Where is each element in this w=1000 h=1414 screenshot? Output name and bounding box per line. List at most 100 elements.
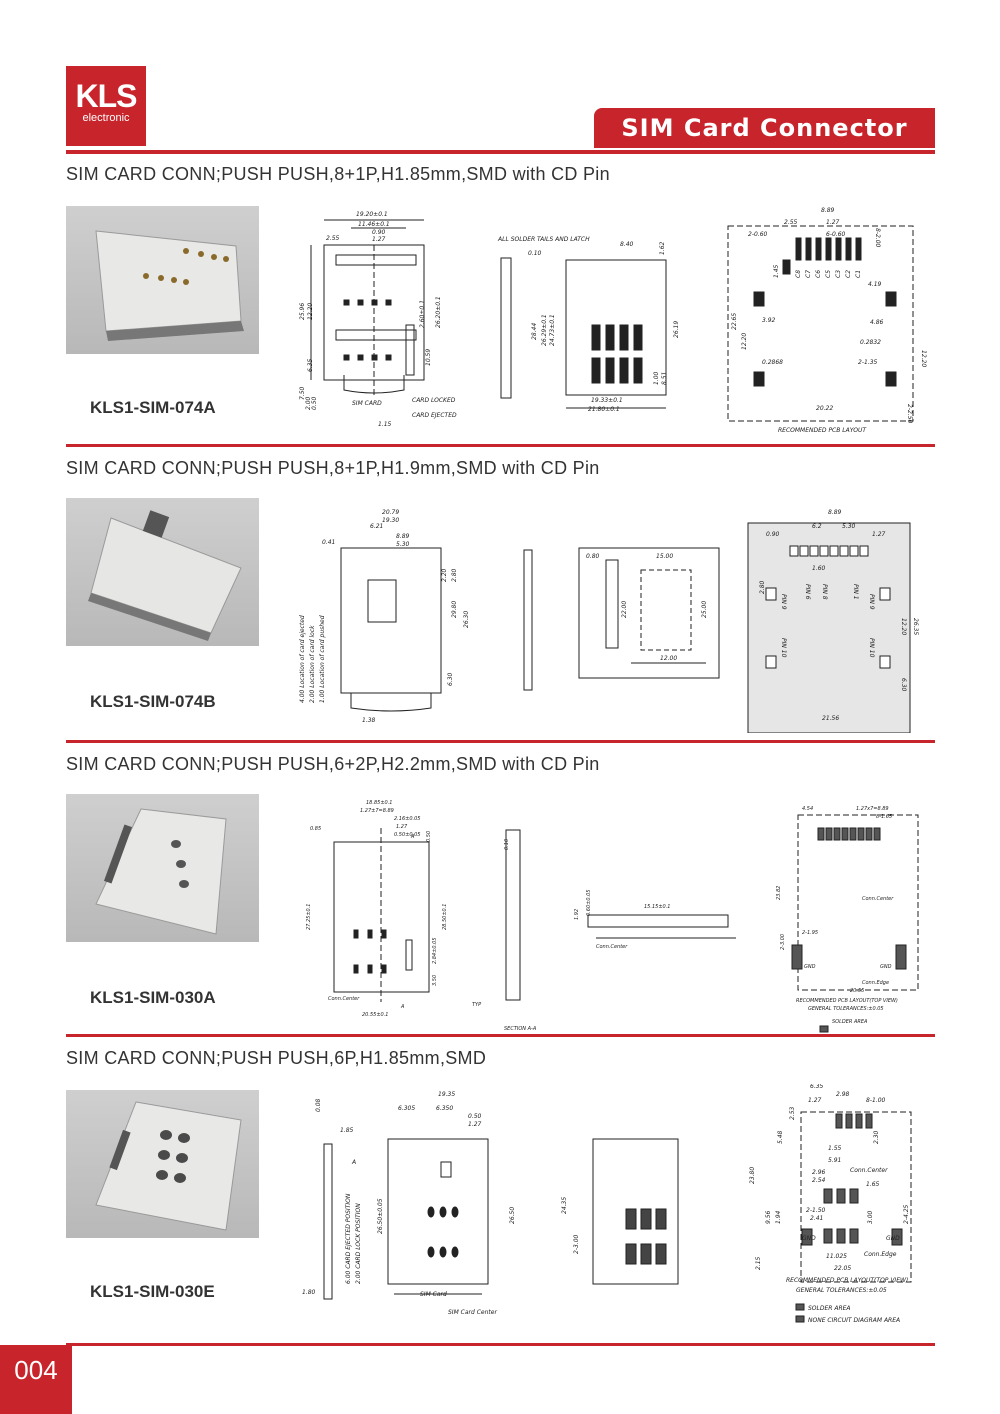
svg-text:A: A xyxy=(410,834,415,840)
svg-text:8.51: 8.51 xyxy=(661,372,668,385)
svg-text:8-1.65: 8-1.65 xyxy=(876,814,892,820)
page-number-tab xyxy=(0,1345,72,1414)
drawings-3: 18.85±0.11.27±7=8.892.16±0.051.270.50±0.… xyxy=(306,800,919,1033)
svg-text:11.025: 11.025 xyxy=(826,1253,847,1260)
svg-text:NONE CIRCUIT DIAGRAM AREA: NONE CIRCUIT DIAGRAM AREA xyxy=(808,1317,900,1324)
product-photo-2 xyxy=(66,498,259,646)
svg-text:2.84±0.05: 2.84±0.05 xyxy=(432,938,438,964)
svg-text:8-2.00: 8-2.00 xyxy=(874,228,881,248)
product-photo-4 xyxy=(66,1090,259,1238)
svg-text:RECOMMENDED PCB LAYOUT(TOP VIE: RECOMMENDED PCB LAYOUT(TOP VIEW) xyxy=(786,1277,908,1284)
svg-text:0.08: 0.08 xyxy=(315,1098,322,1112)
svg-text:6.30: 6.30 xyxy=(447,672,454,686)
svg-text:2-1.50: 2-1.50 xyxy=(806,1207,826,1214)
svg-text:2-4.25: 2-4.25 xyxy=(903,1204,910,1224)
svg-text:RECOMMENDED PCB LAYOUT: RECOMMENDED PCB LAYOUT xyxy=(778,427,867,434)
svg-text:8-1.00: 8-1.00 xyxy=(866,1097,886,1104)
svg-text:0.10: 0.10 xyxy=(504,839,510,850)
svg-text:26.50±0.05: 26.50±0.05 xyxy=(377,1198,384,1234)
svg-text:12.20: 12.20 xyxy=(741,333,748,350)
svg-text:0.90: 0.90 xyxy=(372,229,386,236)
svg-text:C1: C1 xyxy=(855,270,862,278)
svg-text:C7: C7 xyxy=(805,270,812,278)
svg-text:25.00: 25.00 xyxy=(701,601,708,618)
svg-text:9.56: 9.56 xyxy=(765,1210,772,1224)
svg-text:2.00 CARD LOCK POSITION: 2.00 CARD LOCK POSITION xyxy=(355,1203,362,1284)
svg-text:2.30: 2.30 xyxy=(873,1130,880,1144)
svg-text:2.55: 2.55 xyxy=(326,235,340,242)
part-number-2: KLS1-SIM-074B xyxy=(90,692,216,711)
svg-text:1.45: 1.45 xyxy=(773,264,780,278)
svg-text:Conn.Edge: Conn.Edge xyxy=(862,980,889,986)
svg-text:26.35: 26.35 xyxy=(912,618,919,635)
svg-text:1.00 Location of card pushed: 1.00 Location of card pushed xyxy=(319,615,326,703)
svg-text:12.20: 12.20 xyxy=(307,303,314,320)
svg-text:11.46±0.1: 11.46±0.1 xyxy=(358,221,390,228)
svg-text:GENERAL TOLERANCES:±0.05: GENERAL TOLERANCES:±0.05 xyxy=(808,1006,884,1012)
svg-text:23.82: 23.82 xyxy=(776,886,782,900)
svg-text:SIM Card Center: SIM Card Center xyxy=(448,1309,497,1316)
svg-text:Conn.Center: Conn.Center xyxy=(328,996,360,1002)
svg-text:Conn.Center: Conn.Center xyxy=(596,944,628,950)
svg-text:PIN 6: PIN 6 xyxy=(804,584,811,600)
svg-text:24.73±0.1: 24.73±0.1 xyxy=(549,314,556,346)
svg-text:A: A xyxy=(351,1159,356,1166)
svg-text:26.20±0.1: 26.20±0.1 xyxy=(435,296,442,328)
svg-text:21.56: 21.56 xyxy=(822,715,839,722)
svg-text:18.85±0.1: 18.85±0.1 xyxy=(366,800,392,806)
svg-text:6-0.60: 6-0.60 xyxy=(826,231,846,238)
svg-text:0.60±0.05: 0.60±0.05 xyxy=(586,890,592,916)
svg-text:0.41: 0.41 xyxy=(322,539,335,546)
svg-text:1.27x7=8.89: 1.27x7=8.89 xyxy=(856,806,889,812)
svg-text:26.19: 26.19 xyxy=(673,321,680,338)
svg-text:6.350: 6.350 xyxy=(436,1105,453,1112)
svg-text:Conn.Center: Conn.Center xyxy=(850,1167,888,1174)
svg-text:24.35: 24.35 xyxy=(561,1197,568,1214)
svg-text:6.35: 6.35 xyxy=(307,358,314,372)
svg-text:7.50: 7.50 xyxy=(299,386,306,400)
svg-text:12.20: 12.20 xyxy=(920,350,927,367)
svg-text:28.44: 28.44 xyxy=(531,323,538,340)
svg-text:1.94: 1.94 xyxy=(775,1210,782,1224)
svg-text:GND: GND xyxy=(804,964,816,970)
svg-text:6.21: 6.21 xyxy=(370,523,383,530)
svg-text:8.89: 8.89 xyxy=(396,533,410,540)
svg-text:1.65: 1.65 xyxy=(866,1181,880,1188)
part-number-4: KLS1-SIM-030E xyxy=(90,1282,215,1301)
svg-text:RECOMMENDED PCB LAYOUT(TOP VIE: RECOMMENDED PCB LAYOUT(TOP VIEW) xyxy=(796,998,898,1004)
section-divider-4 xyxy=(66,1343,935,1346)
svg-text:20.22: 20.22 xyxy=(816,405,833,412)
svg-text:PIN 8: PIN 8 xyxy=(821,584,828,600)
svg-text:ALL SOLDER TAILS AND LATCH: ALL SOLDER TAILS AND LATCH xyxy=(497,236,590,243)
svg-text:0.80: 0.80 xyxy=(586,553,600,560)
svg-text:1.27: 1.27 xyxy=(396,824,408,830)
svg-text:0.85: 0.85 xyxy=(310,826,321,832)
svg-text:0.50±0.05: 0.50±0.05 xyxy=(394,832,420,838)
svg-text:C2: C2 xyxy=(845,270,852,278)
svg-text:C8: C8 xyxy=(795,270,802,278)
svg-text:2.55: 2.55 xyxy=(784,219,798,226)
svg-text:0.50: 0.50 xyxy=(311,396,318,410)
svg-text:8.40: 8.40 xyxy=(620,241,634,248)
page-title: SIM Card Connector xyxy=(594,108,935,148)
svg-text:3.92: 3.92 xyxy=(762,317,776,324)
svg-text:0.2868: 0.2868 xyxy=(762,359,783,366)
svg-text:15.15±0.1: 15.15±0.1 xyxy=(644,904,670,910)
svg-text:22.05: 22.05 xyxy=(834,1265,851,1272)
svg-text:2.20: 2.20 xyxy=(441,568,448,582)
svg-text:15.00: 15.00 xyxy=(656,553,673,560)
svg-text:26.29±0.1: 26.29±0.1 xyxy=(541,314,548,346)
logo-subtext: electronic xyxy=(82,112,130,124)
svg-text:0.50: 0.50 xyxy=(426,831,432,842)
svg-text:SOLDER AREA: SOLDER AREA xyxy=(832,1019,868,1025)
section-title-4: SIM CARD CONN;PUSH PUSH,6P,H1.85mm,SMD xyxy=(66,1048,487,1068)
svg-text:1.27: 1.27 xyxy=(808,1097,822,1104)
svg-text:C5: C5 xyxy=(825,270,832,278)
svg-text:25.96: 25.96 xyxy=(299,303,306,320)
svg-text:SIM Card: SIM Card xyxy=(420,1291,447,1298)
svg-text:3.00: 3.00 xyxy=(867,1210,874,1224)
svg-text:12.20: 12.20 xyxy=(900,618,907,635)
svg-text:6.35: 6.35 xyxy=(810,1084,824,1090)
svg-text:5.48: 5.48 xyxy=(777,1130,784,1144)
